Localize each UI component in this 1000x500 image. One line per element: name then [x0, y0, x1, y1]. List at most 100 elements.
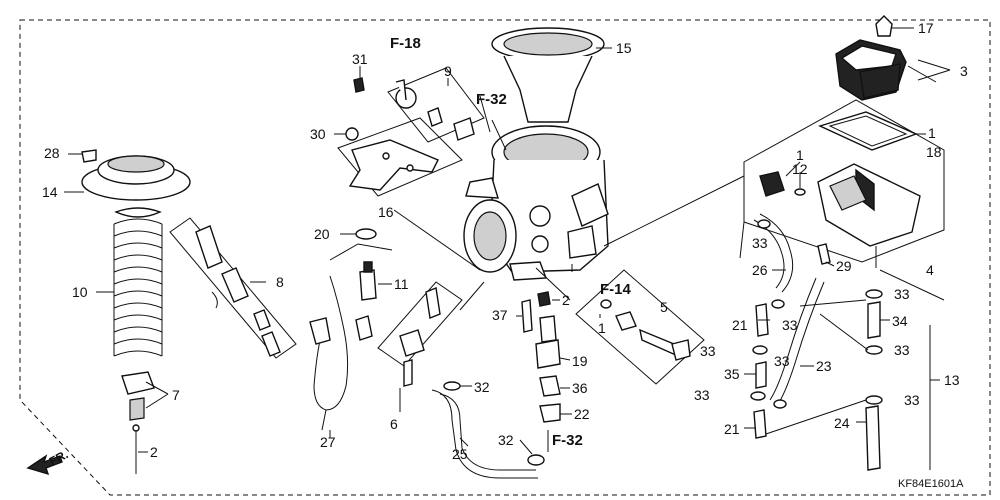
callout-31: 31	[352, 51, 368, 67]
callout-17: 17	[918, 20, 934, 36]
callout-6: 6	[390, 416, 398, 432]
part-5-jet-kit	[575, 269, 705, 385]
callout-20: 20	[314, 226, 330, 242]
callout-25: 25	[452, 446, 468, 462]
callout-1-gasket: 1	[928, 125, 936, 141]
part-29-screw	[817, 243, 835, 267]
callout-18: 18	[926, 144, 942, 160]
part-12-screw	[794, 172, 806, 196]
callout-12: 12	[792, 161, 808, 177]
leader-lines	[393, 175, 945, 452]
callout-23: 23	[816, 358, 832, 374]
callout-13: 13	[944, 372, 960, 388]
callout-10: 10	[72, 284, 88, 300]
part-21-fitting-b	[744, 409, 767, 439]
callout-33-right-b: 33	[894, 342, 910, 358]
callout-26: 26	[752, 262, 768, 278]
part-8-choke-valve	[169, 217, 297, 359]
part-21-fitting-a	[755, 303, 770, 337]
part-22-clip	[539, 403, 572, 423]
callout-16: 16	[378, 204, 394, 220]
front-direction-arrow	[26, 454, 63, 476]
callout-33-upper: 33	[752, 235, 768, 251]
part-2-jet-b	[537, 291, 560, 307]
part-23-hose	[769, 277, 825, 405]
part-36-cap	[539, 375, 570, 397]
callout-36: 36	[572, 380, 588, 396]
callout-29: 29	[836, 258, 852, 274]
part-6-throttle-sensor	[377, 281, 463, 412]
part-37-screw	[516, 299, 533, 333]
part-3-top-cover	[835, 39, 951, 101]
callout-32-lower: 32	[498, 432, 514, 448]
callout-labels: 17 15 3 31 9 1 18 28 30 1 12 14 16 20 33…	[42, 20, 968, 462]
callout-27: 27	[320, 434, 336, 450]
callout-9: 9	[444, 63, 452, 79]
carburetor-body	[463, 95, 609, 281]
callout-7: 7	[172, 387, 180, 403]
part-15-funnel	[491, 27, 612, 123]
part-4-float-chamber	[743, 99, 945, 268]
callout-14: 14	[42, 184, 58, 200]
section-13-bracket	[929, 325, 940, 470]
part-11-sensor	[359, 261, 392, 301]
callout-24: 24	[834, 415, 850, 431]
callout-28: 28	[44, 145, 60, 161]
callout-30: 30	[310, 126, 326, 142]
part-14-cap	[64, 155, 191, 201]
callout-22: 22	[574, 406, 590, 422]
part-25-hose	[431, 389, 538, 479]
part-16-throttle-bracket	[337, 117, 463, 197]
part-28-screw	[68, 149, 97, 163]
section-ref-f18: F-18	[390, 35, 421, 52]
part-32-clamp-a	[443, 381, 472, 391]
callout-2-top: 2	[562, 292, 570, 308]
part-2-needle	[132, 424, 148, 474]
hose-clamps	[750, 219, 883, 409]
callout-33-left-b: 33	[694, 387, 710, 403]
section-ref-f32-lower: F-32	[552, 432, 583, 449]
callout-1-kit: 1	[598, 320, 606, 336]
part-24-tube	[856, 405, 881, 471]
callout-5: 5	[660, 299, 668, 315]
part-32-clamp-b	[519, 439, 545, 466]
section-ref-f14: F-14	[600, 281, 632, 298]
callout-15: 15	[616, 40, 632, 56]
callout-11: 11	[394, 276, 409, 292]
callout-19: 19	[572, 353, 588, 369]
callout-2-needle: 2	[150, 444, 158, 460]
part-7-needle-holder	[121, 371, 169, 421]
part-1-jet	[759, 161, 801, 197]
part-9-accelerator-pump	[387, 67, 485, 143]
callout-21-upper: 21	[732, 317, 748, 333]
callout-33-right-a: 33	[894, 286, 910, 302]
section-ref-f32-upper: F-32	[476, 91, 507, 108]
part-10-spring	[96, 207, 163, 357]
section-references: F-18 F-32 F-14 F-32	[390, 35, 632, 449]
part-35-tube	[744, 361, 767, 389]
callout-3: 3	[960, 63, 968, 79]
part-17-clip	[875, 15, 914, 37]
part-19-valve	[535, 315, 571, 369]
callout-37: 37	[492, 307, 508, 323]
callout-33-center: 33	[782, 317, 798, 333]
callout-32-upper: 32	[474, 379, 490, 395]
callout-8: 8	[276, 274, 284, 290]
part-34-tube	[867, 301, 890, 339]
callout-33-mid: 33	[774, 353, 790, 369]
callout-33-left-a: 33	[700, 343, 716, 359]
callout-1-jet: 1	[796, 147, 804, 163]
callout-34: 34	[892, 313, 908, 329]
part-30-bolt	[334, 127, 359, 141]
part-31-screw	[353, 66, 365, 93]
callout-4: 4	[926, 262, 934, 278]
diagram-code: KF84E1601A	[898, 478, 964, 490]
callout-21-lower: 21	[724, 421, 740, 437]
part-27-wire-harness	[309, 243, 393, 438]
callout-35: 35	[724, 366, 740, 382]
part-20-washer	[340, 228, 377, 240]
callout-33-right-c: 33	[904, 392, 920, 408]
frame-border	[19, 19, 991, 496]
